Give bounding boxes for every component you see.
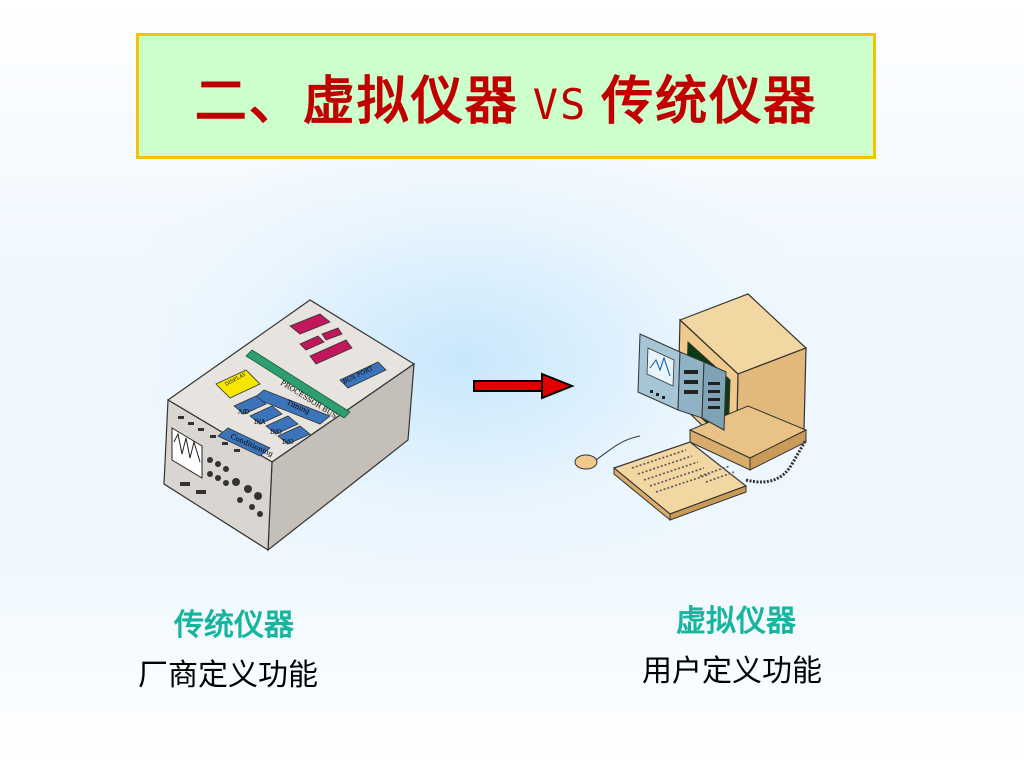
traditional-instrument-label: 传统仪器 bbox=[174, 608, 294, 643]
title-box: 二、虚拟仪器 VS 传统仪器 bbox=[136, 33, 876, 159]
svg-text:D/O: D/O bbox=[282, 439, 294, 446]
virtual-instrument-label: 虚拟仪器 bbox=[676, 604, 796, 639]
traditional-instrument-illustration: PROCESSOR BUS DISPLAY BUS PORT Timing A/… bbox=[163, 299, 416, 552]
title-part2: 传统仪器 bbox=[601, 70, 818, 132]
transition-arrow bbox=[473, 372, 575, 400]
title-part1: 二、虚拟仪器 bbox=[194, 70, 519, 132]
virtual-instrument-description: 用户定义功能 bbox=[642, 654, 822, 689]
svg-text:D/A: D/A bbox=[254, 419, 266, 426]
svg-text:A/D: A/D bbox=[237, 409, 249, 416]
virtual-instrument-illustration bbox=[574, 293, 808, 522]
traditional-instrument-description: 厂商定义功能 bbox=[138, 658, 318, 693]
title-vs: VS bbox=[532, 79, 588, 129]
slide-title: 二、虚拟仪器 VS 传统仪器 bbox=[195, 59, 818, 134]
svg-text:D/O: D/O bbox=[270, 429, 282, 436]
